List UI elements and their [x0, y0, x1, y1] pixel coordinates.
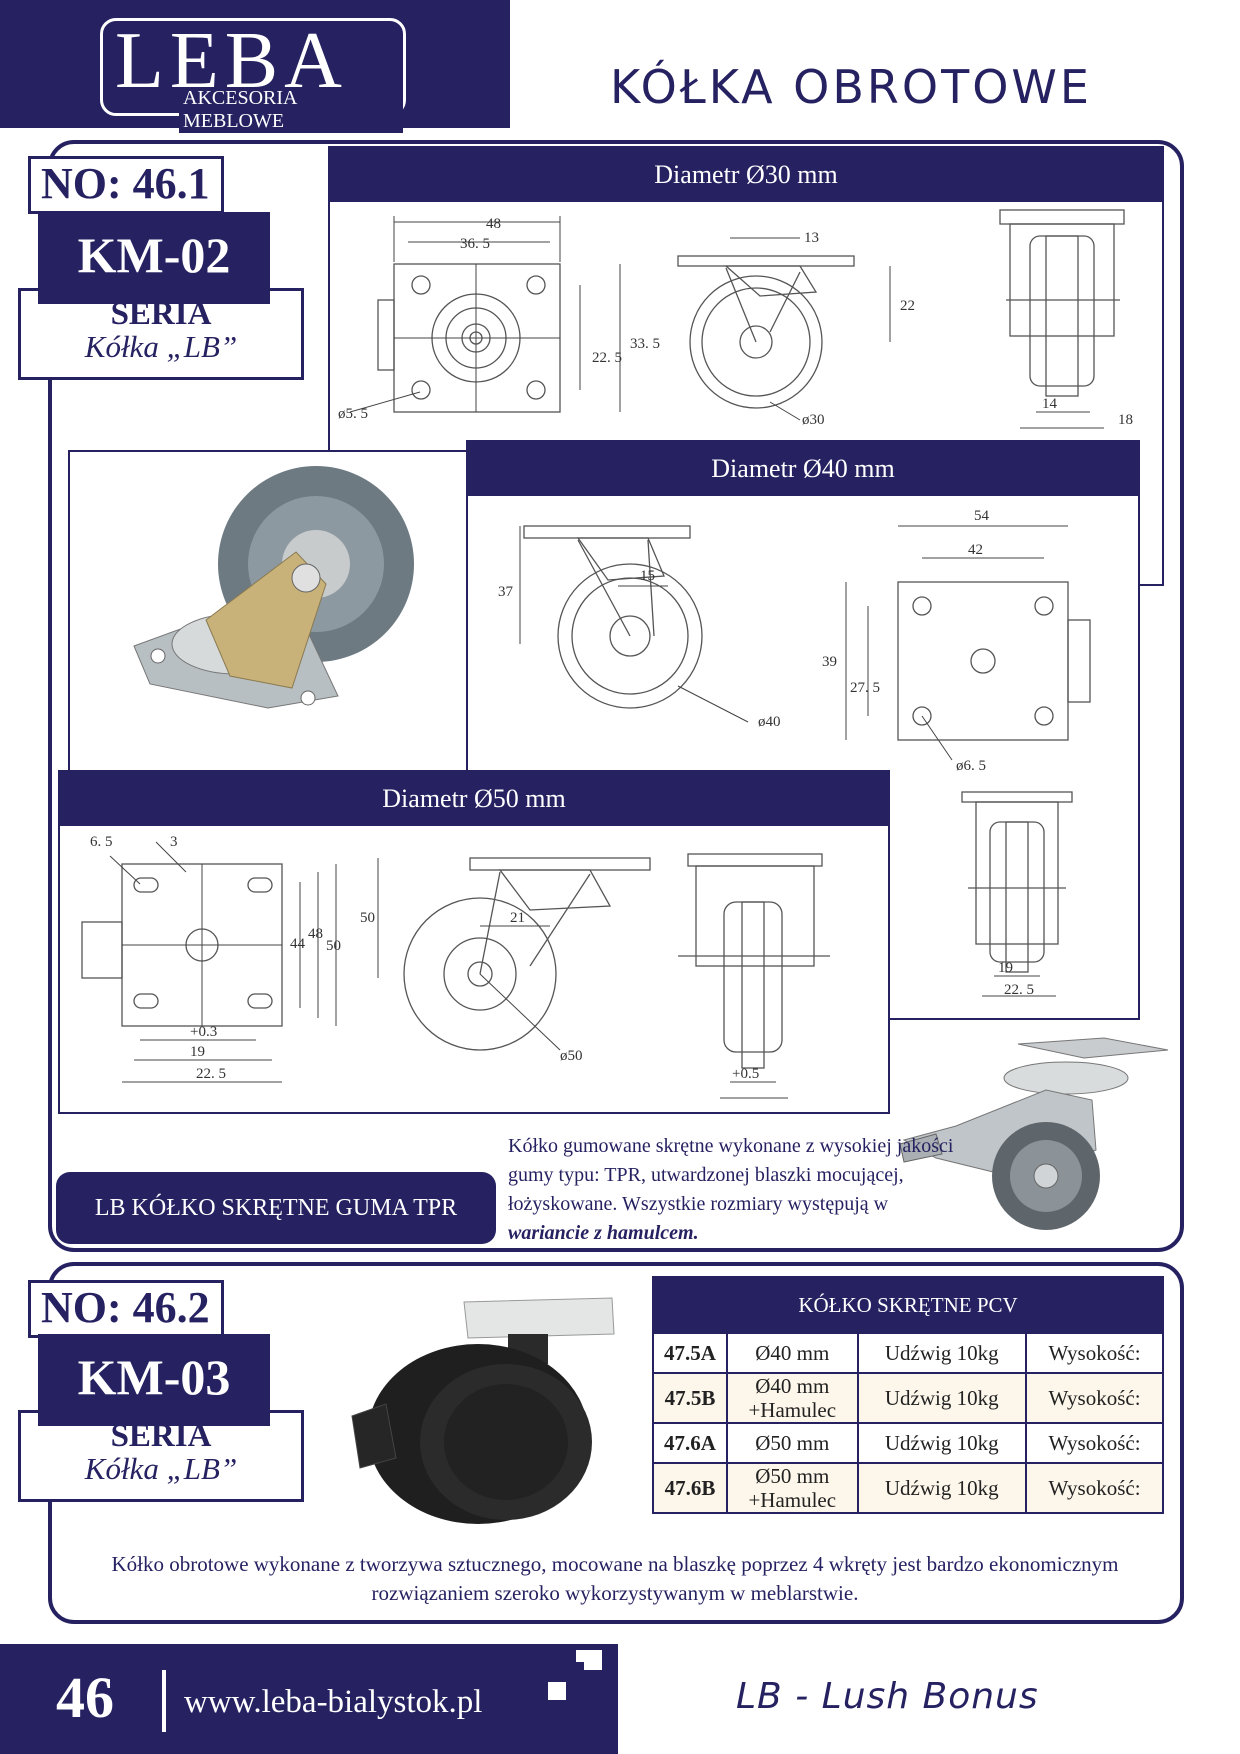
height-cell: Wysokość: — [1025, 1422, 1164, 1464]
dim-label: 50 — [326, 938, 341, 954]
dim-label: 22 — [900, 298, 915, 314]
dim-label: 14 — [1042, 396, 1058, 412]
product-2-description: Kółko obrotowe wykonane z tworzywa sztuc… — [111, 1552, 1119, 1605]
load-cell: Udźwig 10kg — [856, 1422, 1028, 1464]
dim-label: 22. 5 — [1004, 982, 1034, 998]
dim-label: 21 — [510, 910, 525, 926]
dim-label: 19 — [190, 1044, 205, 1060]
dim-label: ø6. 5 — [956, 758, 986, 774]
table-row: 47.6B Ø50 mm+Hamulec Udźwig 10kg Wysokoś… — [652, 1462, 1164, 1514]
dim-label: ø50 — [560, 1048, 583, 1064]
load-cell: Udźwig 10kg — [856, 1332, 1028, 1374]
dim-label: 19 — [998, 960, 1013, 976]
dim-label: 42 — [968, 542, 983, 558]
diameter: Ø50 mm — [755, 1464, 830, 1488]
diameter: Ø50 mm — [755, 1431, 830, 1455]
description-text: Kółko gumowane skrętne wykonane z wysoki… — [508, 1135, 954, 1215]
height-cell: Wysokość: — [1025, 1462, 1164, 1514]
product-2-number: NO: 46.2 — [28, 1280, 224, 1338]
product-2-model: KM-03 — [38, 1334, 270, 1426]
dim-label: 3 — [170, 834, 178, 850]
dim-label: 37 — [498, 584, 514, 600]
footer-divider — [162, 1670, 166, 1732]
footer-decor-square — [548, 1682, 566, 1700]
leba-logo: LEBA AKCESORIA MEBLOWE — [100, 18, 406, 133]
product-1-description: Kółko gumowane skrętne wykonane z wysoki… — [508, 1132, 968, 1248]
diameter: Ø40 mm — [755, 1341, 830, 1365]
dim-label: 27. 5 — [850, 680, 880, 696]
brand-tagline: LB - Lush Bonus — [736, 1676, 1039, 1717]
product-1-number: NO: 46.1 — [28, 156, 224, 214]
header-decor-square — [456, 76, 484, 102]
table-title: KÓŁKO SKRĘTNE PCV — [652, 1276, 1164, 1334]
panel-title: Diametr Ø50 mm — [60, 772, 888, 826]
header-decor-square — [484, 86, 504, 104]
table-row: 47.5B Ø40 mm+Hamulec Udźwig 10kg Wysokoś… — [652, 1372, 1164, 1424]
series-name: Kółka „LB” — [84, 329, 238, 364]
pcv-caster-table: KÓŁKO SKRĘTNE PCV 47.5A Ø40 mm Udźwig 10… — [652, 1276, 1164, 1514]
diameter-cell: Ø40 mm — [726, 1332, 859, 1374]
load-cell: Udźwig 10kg — [856, 1462, 1028, 1514]
logo-subtitle: AKCESORIA MEBLOWE — [179, 87, 403, 133]
table-row: 47.6A Ø50 mm Udźwig 10kg Wysokość: — [652, 1422, 1164, 1464]
swivel-caster-rubber-image — [133, 466, 414, 709]
dim-label: 39 — [822, 654, 837, 670]
table-row: 47.5A Ø40 mm Udźwig 10kg Wysokość: — [652, 1332, 1164, 1374]
diameter-cell: Ø40 mm+Hamulec — [726, 1372, 859, 1424]
dim-label: 36. 5 — [460, 236, 490, 252]
dim-label: 22. 5 — [592, 350, 622, 366]
dim-label: 13 — [804, 230, 819, 246]
dim-label: ø5. 5 — [338, 406, 368, 422]
dim-label: ø30 — [802, 412, 825, 428]
height-cell: Wysokość: — [1025, 1372, 1164, 1424]
panel-diameter-50: Diametr Ø50 mm 6. 5 3 44 48 50 +0.3 19 2… — [58, 770, 890, 1114]
swivel-caster-brake-image — [899, 1037, 1169, 1230]
load-cell: Udźwig 10kg — [856, 1372, 1028, 1424]
product-1-frame — [48, 140, 1184, 1252]
dim-label: ø40 — [758, 714, 781, 730]
page-title: KÓŁKA OBROTOWE — [610, 60, 1092, 114]
product-code: 47.6B — [652, 1462, 728, 1514]
dim-label: 22. 5 — [196, 1066, 226, 1082]
dim-label: +0.3 — [190, 1024, 217, 1040]
product-code: 47.6A — [652, 1422, 728, 1464]
dim-label: 44 — [290, 936, 306, 952]
height-cell: Wysokość: — [1025, 1332, 1164, 1374]
dim-label: 48 — [308, 926, 323, 942]
dim-label: 18 — [1118, 412, 1133, 428]
diameter-cell: Ø50 mm — [726, 1422, 859, 1464]
website-link[interactable]: www.leba-bialystok.pl — [184, 1684, 483, 1720]
dim-label: 48 — [486, 216, 501, 232]
dim-label: 33. 5 — [630, 336, 660, 352]
dim-label: 6. 5 — [90, 834, 113, 850]
brake-note: +Hamulec — [748, 1488, 837, 1512]
diameter-cell: Ø50 mm+Hamulec — [726, 1462, 859, 1514]
page-number: 46 — [56, 1665, 114, 1730]
series-name: Kółka „LB” — [84, 1451, 238, 1486]
product-code: 47.5B — [652, 1372, 728, 1424]
technical-drawing-50mm: 6. 5 3 44 48 50 +0.3 19 22. 5 50 21 ø50 … — [81, 834, 830, 1099]
panel-title: Diametr Ø30 mm — [330, 148, 1162, 202]
diameter: Ø40 mm — [755, 1374, 830, 1398]
swivel-caster-pcv-image — [351, 1297, 615, 1524]
technical-drawing-30mm: 48 36. 5 22. 5 33. 5 ø5. 5 13 22 ø30 14 … — [338, 209, 1133, 429]
caster-photo-frame — [68, 450, 472, 772]
brake-note: +Hamulec — [748, 1398, 837, 1422]
panel-title: Diametr Ø40 mm — [468, 442, 1138, 496]
dim-label: 15 — [640, 568, 655, 584]
dim-label: 54 — [974, 508, 990, 524]
product-1-description-title: LB KÓŁKO SKRĘTNE GUMA TPR — [56, 1172, 496, 1244]
product-code: 47.5A — [652, 1332, 728, 1374]
footer-bar — [0, 1644, 618, 1754]
product-1-model: KM-02 — [38, 212, 270, 304]
header-decor-square — [470, 46, 510, 76]
technical-drawing-40mm: 37 15 ø40 54 42 39 27. 5 ø6. 5 19 22. 5 — [498, 508, 1091, 998]
dim-label: 50 — [360, 910, 375, 926]
description-emphasis: wariancie z hamulcem. — [508, 1222, 699, 1244]
dim-label: +0.5 — [732, 1066, 759, 1082]
